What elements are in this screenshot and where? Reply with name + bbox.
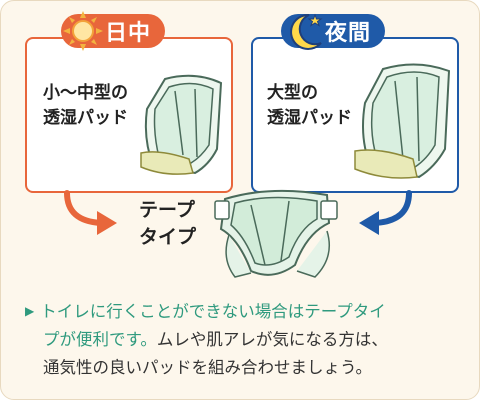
moon-icon [290, 13, 323, 50]
tape-type-line-2: タイプ [139, 226, 197, 248]
small-pad-illustration [140, 74, 223, 175]
sun-icon [63, 11, 103, 51]
triangle-bullet-icon: ▶ [25, 304, 35, 318]
note-line-1: ▶トイレに行くことができない場合はテープタイ [25, 302, 386, 321]
tape-type-line-1: テープ [139, 199, 195, 221]
nighttime-line-1: 大型の [267, 83, 318, 103]
note-line-3: 通気性の良いパッドを組み合わせましょう。 [43, 358, 373, 377]
arrow-down-right-icon [64, 190, 117, 235]
note-line-2: プが便利です。ムレや肌アレが気になる方は、 [43, 330, 388, 349]
large-pad-illustration [354, 63, 451, 179]
tape-type-label: テープ タイプ [139, 197, 196, 251]
tape-diaper-illustration [214, 189, 338, 278]
daytime-badge: 日中 [61, 9, 166, 53]
daytime-line-1: 小～中型の [43, 83, 128, 103]
daytime-line-2: 透湿パッド [43, 108, 128, 128]
daytime-label: 日中 [61, 14, 166, 48]
arrow-down-left-icon [359, 190, 412, 235]
usage-note: ▶トイレに行くことができない場合はテープタイ プが便利です。ムレや肌アレが気にな… [25, 297, 467, 382]
daytime-description: 小～中型の 透湿パッド [43, 81, 128, 131]
nighttime-description: 大型の 透湿パッド [267, 81, 352, 131]
nighttime-badge: 夜間 [281, 9, 386, 53]
nighttime-line-2: 透湿パッド [267, 108, 352, 128]
